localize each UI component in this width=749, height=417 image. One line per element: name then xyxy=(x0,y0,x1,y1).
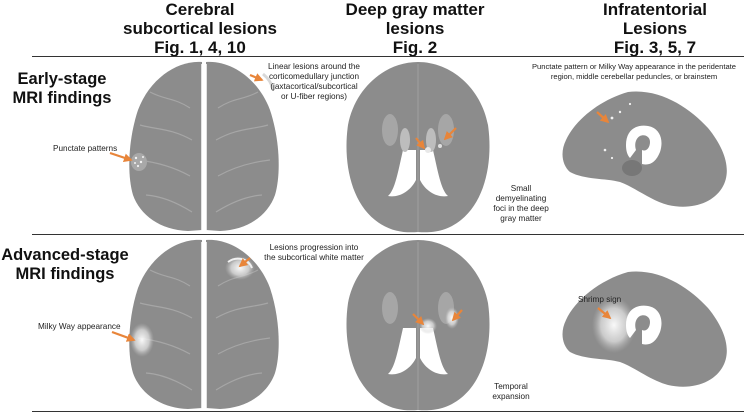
cerebral-brain-early xyxy=(129,61,279,231)
arrow-shrimp xyxy=(597,307,612,320)
header-line: subcortical lesions xyxy=(123,19,277,38)
arrow-milky-way xyxy=(111,330,136,342)
row-label-line: Advanced-stage xyxy=(1,246,129,264)
row-label-advanced: Advanced-stage MRI findings xyxy=(0,246,130,284)
annotation-line: corticomedullary junction xyxy=(268,72,360,81)
arrow-deep-adv-1 xyxy=(412,313,425,326)
annotation-progression: Lesions progression into the subcortical… xyxy=(254,243,374,263)
annotation-line: Punctate pattern or Milky Way appearance… xyxy=(531,62,737,71)
annotation-line: or U-fiber regions) xyxy=(281,92,347,101)
arrow-punctate xyxy=(109,151,133,162)
header-line: Fig. 3, 5, 7 xyxy=(613,38,697,57)
arrow-deep-early-1 xyxy=(415,137,426,150)
annotation-peridentate: Punctate pattern or Milky Way appearance… xyxy=(522,62,746,82)
annotation-small-demyelinating: Small demyelinating foci in the deep gra… xyxy=(485,184,557,224)
header-line: lesions xyxy=(385,19,445,38)
annotation-temporal-expansion: Temporal expansion xyxy=(480,382,542,402)
annotation-punctate: Punctate patterns xyxy=(53,144,118,153)
arrow-deep-early-2 xyxy=(443,127,457,141)
cerebral-brain-advanced xyxy=(129,239,279,409)
deep-gray-brain-advanced xyxy=(346,240,490,411)
top-rule xyxy=(32,56,744,58)
arrow-linear-lesions xyxy=(249,73,264,82)
infratentorial-advanced xyxy=(562,271,727,387)
header-line: Deep gray matter xyxy=(345,0,485,19)
annotation-line: Linear lesions around the xyxy=(268,62,360,71)
annotation-line: (jaxtacortical/subcortical xyxy=(270,82,358,91)
header-line: Infratentorial xyxy=(603,0,707,19)
row-label-line: MRI findings xyxy=(12,89,112,107)
header-line: Lesions xyxy=(622,19,688,38)
annotation-line: region, middle cerebellar peduncles, or … xyxy=(550,72,718,81)
annotation-line: Small xyxy=(510,184,532,193)
column-header-infratentorial: Infratentorial Lesions Fig. 3, 5, 7 xyxy=(570,0,740,57)
infratentorial-early xyxy=(562,91,727,207)
annotation-linear-lesions: Linear lesions around the corticomedulla… xyxy=(254,62,374,102)
header-line: Fig. 2 xyxy=(392,38,438,57)
annotation-line: Lesions progression into xyxy=(269,243,359,252)
annotation-arrows xyxy=(109,73,612,342)
bottom-rule xyxy=(32,411,744,413)
column-header-cerebral: Cerebral subcortical lesions Fig. 1, 4, … xyxy=(100,0,300,57)
annotation-line: Temporal xyxy=(494,382,528,391)
arrow-infra-early xyxy=(596,111,610,124)
annotation-line: gray matter xyxy=(500,214,542,223)
row-label-early: Early-stage MRI findings xyxy=(2,70,122,108)
row-label-line: Early-stage xyxy=(17,70,107,88)
header-line: Fig. 1, 4, 10 xyxy=(154,38,246,57)
middle-rule xyxy=(32,234,744,236)
column-header-deep-gray: Deep gray matter lesions Fig. 2 xyxy=(330,0,500,57)
annotation-line: the subcortical white matter xyxy=(264,253,364,262)
arrow-progression xyxy=(238,257,251,268)
annotation-shrimp-sign: Shrimp sign xyxy=(578,295,622,304)
annotation-line: demyelinating xyxy=(495,194,547,203)
annotation-line: foci in the deep xyxy=(493,204,549,213)
row-label-line: MRI findings xyxy=(15,265,115,283)
annotation-line: expansion xyxy=(492,392,530,401)
header-line: Cerebral xyxy=(165,0,235,19)
annotation-milky-way: Milky Way appearance xyxy=(38,322,121,331)
arrow-deep-adv-2 xyxy=(451,309,463,322)
